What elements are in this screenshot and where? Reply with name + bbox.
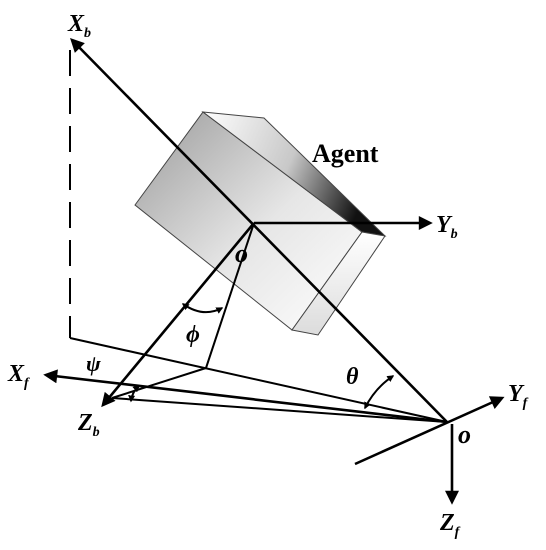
phi-label: ϕ bbox=[186, 322, 200, 348]
projection-line-a bbox=[205, 222, 255, 369]
fixed-x-label: Xf bbox=[7, 361, 30, 391]
fixed-y-label: Yf bbox=[508, 381, 529, 411]
body-x-axis bbox=[70, 38, 448, 423]
theta-angle-arc bbox=[364, 375, 395, 410]
body-origin-label: o bbox=[235, 239, 248, 268]
fixed-y-axis bbox=[354, 396, 505, 466]
fixed-z-label: Zf bbox=[439, 510, 461, 540]
body-y-label: Yb bbox=[436, 212, 458, 242]
fixed-origin-label: o bbox=[458, 420, 471, 449]
projection-line-c bbox=[111, 397, 448, 423]
theta-label: θ bbox=[346, 364, 359, 390]
body-z-axis bbox=[101, 222, 256, 408]
fixed-x-axis bbox=[43, 369, 448, 424]
psi-angle-arc bbox=[128, 385, 141, 403]
body-z-label: Zb bbox=[77, 410, 100, 440]
body-x-label: Xb bbox=[67, 11, 91, 41]
psi-label: ψ bbox=[86, 351, 101, 376]
agent-label: Agent bbox=[312, 139, 379, 168]
phi-angle-arc bbox=[181, 303, 224, 314]
projection-line-b bbox=[111, 367, 207, 399]
agent-box-side-face bbox=[291, 231, 386, 336]
